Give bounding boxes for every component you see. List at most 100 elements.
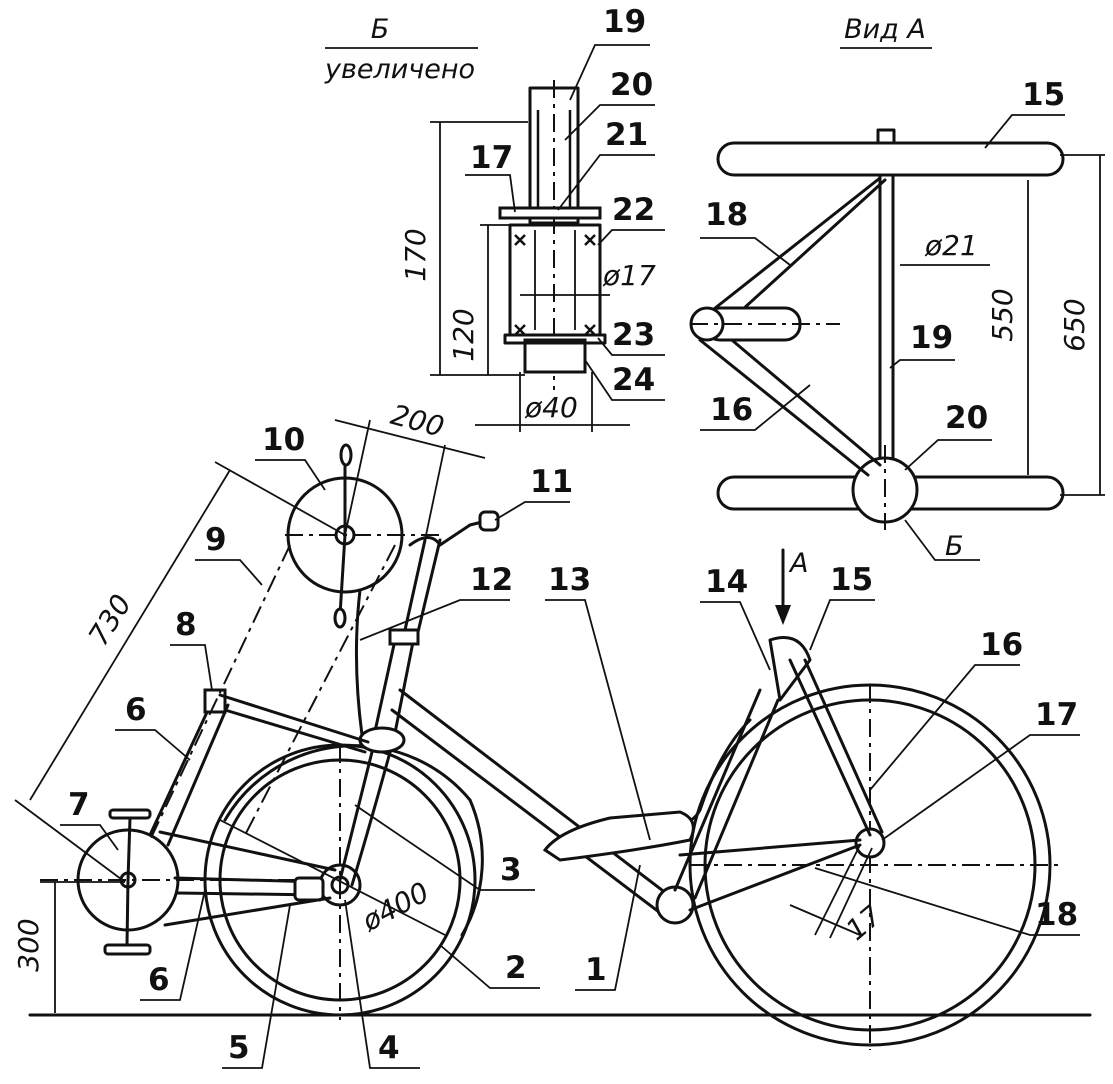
dim-650-label: 650	[1058, 298, 1091, 351]
callout-number: 5	[228, 1030, 250, 1066]
callout-number: 15	[1022, 77, 1065, 113]
drive-clamp-5	[293, 876, 325, 902]
detail-b-view: Б увеличено 170 120 ø1	[324, 4, 665, 432]
callout-number: 8	[175, 607, 197, 643]
callout-number: 23	[612, 317, 655, 353]
seat-tube-right	[693, 698, 780, 900]
leader-line	[904, 439, 992, 471]
leader-line	[569, 44, 650, 101]
callout-number: 1	[585, 952, 607, 988]
callout-15-view-a: 15	[984, 77, 1065, 149]
down-tube-upper	[398, 688, 677, 902]
dim-300-label: 300	[12, 918, 45, 971]
dim-phi17-label: ø17	[602, 259, 656, 292]
callout-14: 14	[700, 564, 771, 671]
handlebar-grip	[478, 510, 500, 532]
bearing-mark	[584, 234, 596, 246]
callout-number: 20	[610, 67, 653, 103]
boom-6	[148, 693, 217, 837]
callout-number: 13	[548, 562, 591, 598]
view-a-arrow: A	[775, 548, 808, 625]
callout-13: 13	[545, 562, 651, 841]
dim-200-ext	[344, 419, 371, 536]
callout-20-view-a: 20	[904, 400, 992, 471]
rear-hub-17	[854, 827, 886, 859]
dim-730-ext	[14, 799, 126, 883]
dim-730-ext	[214, 461, 346, 536]
callout-number: 18	[705, 197, 748, 233]
dim-730-line	[29, 469, 231, 801]
leader-line	[869, 664, 1020, 791]
callout-7: 7	[60, 787, 119, 851]
detail-b-title: Б	[371, 14, 390, 45]
front-fork-right	[350, 743, 394, 887]
rear-fender-clamp-14	[768, 636, 812, 702]
leader-line	[545, 599, 651, 841]
leader-line	[170, 644, 213, 691]
leader-line	[255, 459, 326, 491]
leader-line	[584, 359, 665, 401]
callout-23-detail: 23	[597, 317, 665, 356]
crank-17-arm	[814, 844, 861, 936]
leader-line	[881, 734, 1080, 841]
lower-pedal-top	[108, 808, 152, 820]
callout-number: 10	[262, 422, 305, 458]
callout-number: 19	[603, 4, 646, 40]
callout-number: 12	[470, 562, 513, 598]
callout-number: 9	[205, 522, 227, 558]
callout-number: 16	[710, 392, 753, 428]
chain-stay-upper	[678, 838, 862, 857]
crank-17-arm-b	[829, 847, 873, 939]
callout-8: 8	[170, 607, 213, 691]
upper-crank-down	[338, 533, 347, 617]
leader-line	[700, 237, 791, 266]
leader-line	[465, 174, 516, 213]
leader-line	[222, 904, 291, 1069]
stem-right	[416, 538, 442, 634]
callout-9: 9	[195, 522, 263, 586]
view-b-marker: Б	[904, 519, 980, 562]
leader-line	[60, 824, 119, 851]
axle-nut	[523, 338, 587, 374]
chain-9-back	[149, 544, 291, 841]
lower-pedal-bottom	[103, 943, 152, 956]
strut-18	[698, 176, 882, 322]
callout-19-detail: 19	[569, 4, 650, 101]
seat-stay-16	[788, 658, 872, 837]
lower-crank-up	[126, 816, 132, 882]
callout-18: 18	[814, 867, 1080, 936]
callout-number: 24	[612, 362, 655, 398]
callout-21-detail: 21	[557, 117, 655, 211]
callout-number: 20	[945, 400, 988, 436]
callout-number: 6	[148, 962, 170, 998]
dim-200-ext	[424, 444, 446, 541]
callout-number: 22	[612, 192, 655, 228]
head-cap	[388, 628, 420, 646]
dim-phi400-label: ø400	[356, 875, 435, 938]
callout-number: 2	[505, 950, 527, 986]
chain-3	[158, 830, 337, 872]
callout-number: 18	[1035, 897, 1078, 933]
cable-12	[354, 588, 364, 737]
side-view: 730 200 300 ø400 17 A 1 2	[12, 398, 1092, 1069]
front-fork-left	[338, 738, 377, 882]
callout-17: 17	[881, 697, 1080, 841]
handlebar	[408, 518, 492, 547]
callout-10: 10	[255, 422, 326, 491]
callout-number: 15	[830, 562, 873, 598]
dim-730-label: 730	[82, 589, 138, 652]
leader-line	[564, 104, 655, 141]
front-fender-lower	[460, 798, 484, 937]
callout-16: 16	[869, 627, 1023, 791]
brace-8	[218, 693, 370, 744]
dim-550-label: 550	[986, 288, 1019, 341]
callout-number: 17	[470, 140, 513, 176]
callout-18-view-a: 18	[700, 197, 791, 266]
callout-17-detail: 17	[465, 140, 516, 213]
callout-20-detail: 20	[564, 67, 655, 141]
view-a: Вид А ø21 550 650 15	[689, 14, 1105, 562]
brace-8-lower	[223, 708, 367, 754]
upper-crank-handle	[339, 443, 353, 467]
dim-phi400-line	[219, 819, 446, 936]
